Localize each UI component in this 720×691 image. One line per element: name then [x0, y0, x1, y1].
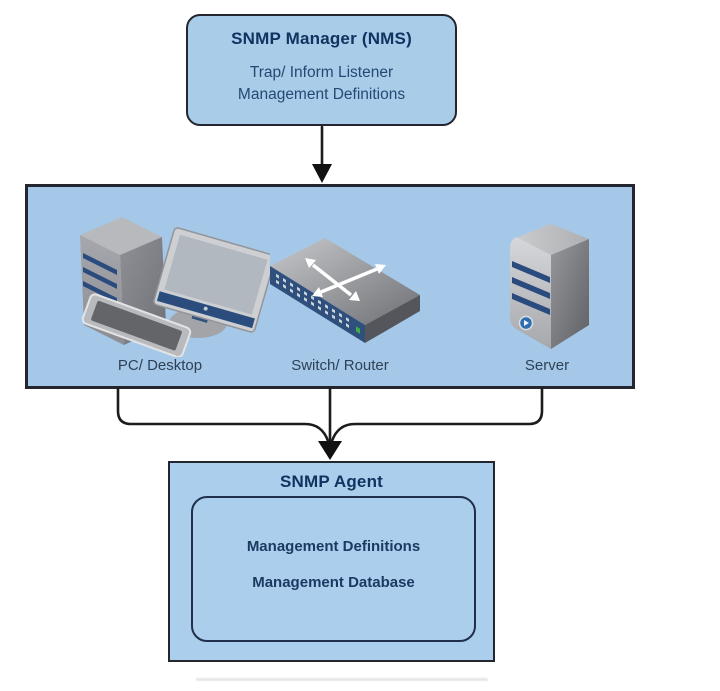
agent-inner-panel: Management Definitions Management Databa… — [191, 496, 476, 642]
server-label: Server — [524, 357, 570, 374]
agent-database-text: Management Database — [252, 574, 415, 591]
manager-to-devices-arrowhead — [312, 164, 332, 183]
bottom-artifact — [196, 678, 488, 681]
snmp-manager-title: SNMP Manager (NMS) — [231, 29, 412, 48]
snmp-agent-title: SNMP Agent — [279, 472, 384, 491]
server-tower-icon — [510, 224, 589, 349]
network-switch-icon — [270, 238, 420, 343]
snmp-manager-body: Trap/ Inform Listener Management Definit… — [188, 62, 455, 106]
pc-desktop-label: PC/ Desktop — [117, 357, 203, 374]
snmp-manager-box: SNMP Manager (NMS) Trap/ Inform Listener… — [186, 14, 457, 126]
routing-arrows-icon — [305, 258, 386, 301]
manager-trap-listener-text: Trap/ Inform Listener — [249, 64, 394, 81]
desktop-computer-icon — [80, 217, 270, 357]
switch-router-label: Switch/ Router — [291, 357, 389, 374]
server-connector-path — [330, 387, 544, 443]
pc-connector-path — [116, 387, 330, 443]
managed-devices-box: PC/ Desktop — [25, 184, 635, 389]
manager-definitions-text: Management Definitions — [237, 86, 406, 103]
agent-definitions-text: Management Definitions — [246, 538, 421, 555]
snmp-agent-box: SNMP Agent Management Definitions Manage… — [168, 461, 495, 662]
devices-to-agent-arrowhead — [318, 441, 342, 460]
